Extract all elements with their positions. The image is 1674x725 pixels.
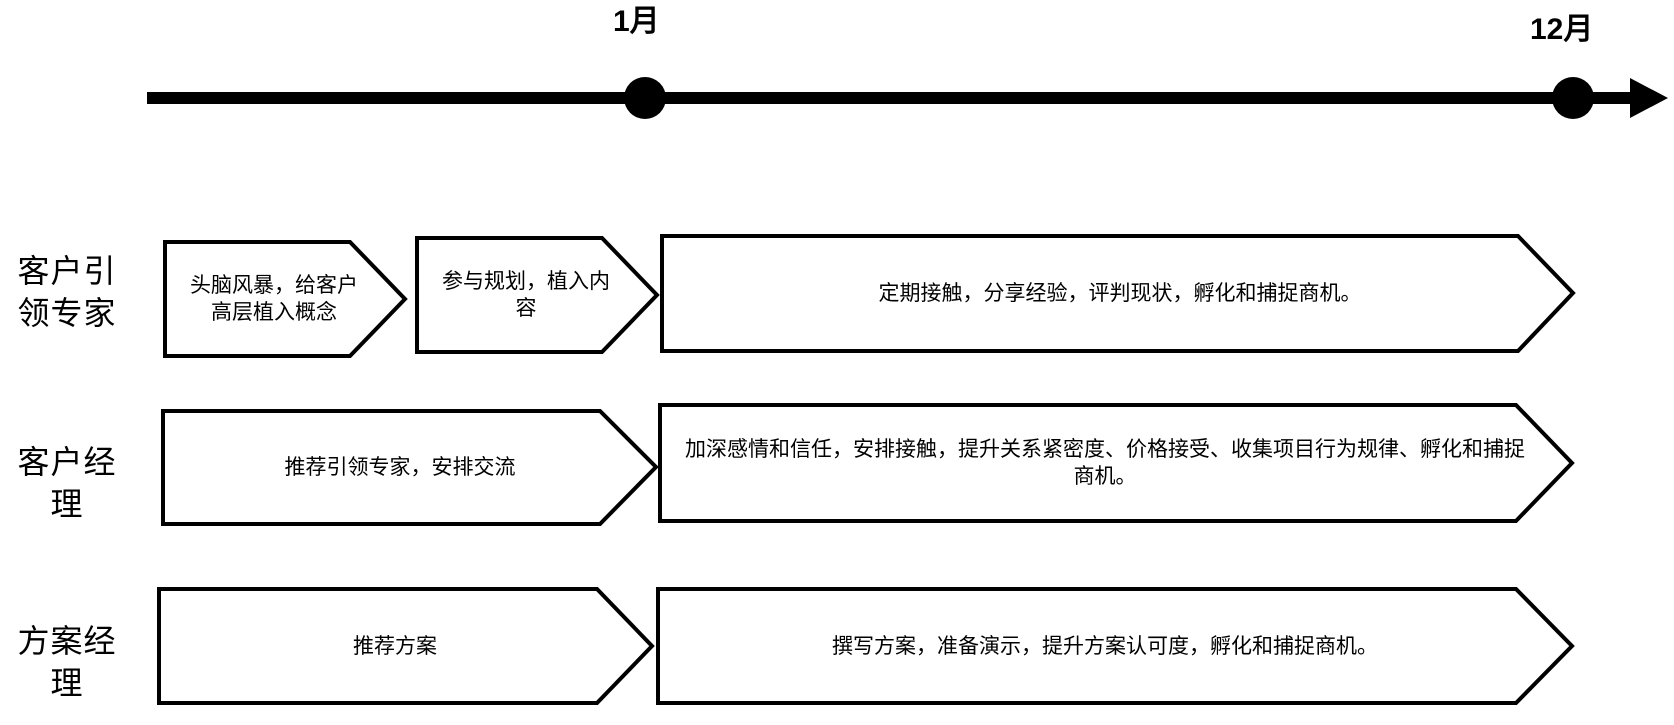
step-label: 定期接触，分享经验，评判现状，孵化和捕捉商机。 — [878, 280, 1362, 305]
step-label: 参与规划，植入内容 — [442, 269, 610, 320]
row-label-account-manager: 客户经理 — [17, 443, 117, 523]
step-text: 定期接触，分享经验，评判现状，孵化和捕捉商机。 — [690, 239, 1550, 347]
step-text: 头脑风暴，给客户高层植入概念 — [180, 245, 368, 353]
row-label-solution-manager: 方案经理 — [17, 622, 117, 702]
step-text: 推荐方案 — [175, 592, 615, 700]
timeline-marker-dot-jan — [624, 77, 666, 119]
step-shape — [163, 240, 408, 358]
step-text: 撰写方案，准备演示，提升方案认可度，孵化和捕捉商机。 — [680, 592, 1530, 700]
step-label: 推荐引领专家，安排交流 — [284, 454, 516, 479]
timeline-arrowhead-icon — [1630, 78, 1668, 118]
step-shape — [157, 587, 655, 705]
step-text: 推荐引领专家，安排交流 — [180, 414, 620, 520]
step-shape — [656, 587, 1575, 705]
step-label: 头脑风暴，给客户高层植入概念 — [190, 273, 358, 324]
step-text: 加深感情和信任，安排接触，提升关系紧密度、价格接受、收集项目行为规律、孵化和捕捉… — [680, 408, 1530, 518]
step-label: 加深感情和信任，安排接触，提升关系紧密度、价格接受、收集项目行为规律、孵化和捕捉… — [685, 437, 1525, 488]
timeline-marker-dot-dec — [1552, 77, 1594, 119]
step-label: 撰写方案，准备演示，提升方案认可度，孵化和捕捉商机。 — [832, 633, 1378, 658]
timeline-label-dec: 12月 — [1530, 13, 1594, 46]
step-text: 参与规划，植入内容 — [432, 241, 620, 349]
step-label: 推荐方案 — [353, 633, 437, 658]
step-shape — [415, 236, 660, 354]
step-shape — [161, 409, 659, 526]
step-shape — [658, 403, 1575, 523]
row-label-client-expert: 客户引领专家 — [17, 252, 117, 332]
step-shape — [660, 234, 1576, 353]
timeline-label-jan: 1月 — [613, 5, 660, 38]
